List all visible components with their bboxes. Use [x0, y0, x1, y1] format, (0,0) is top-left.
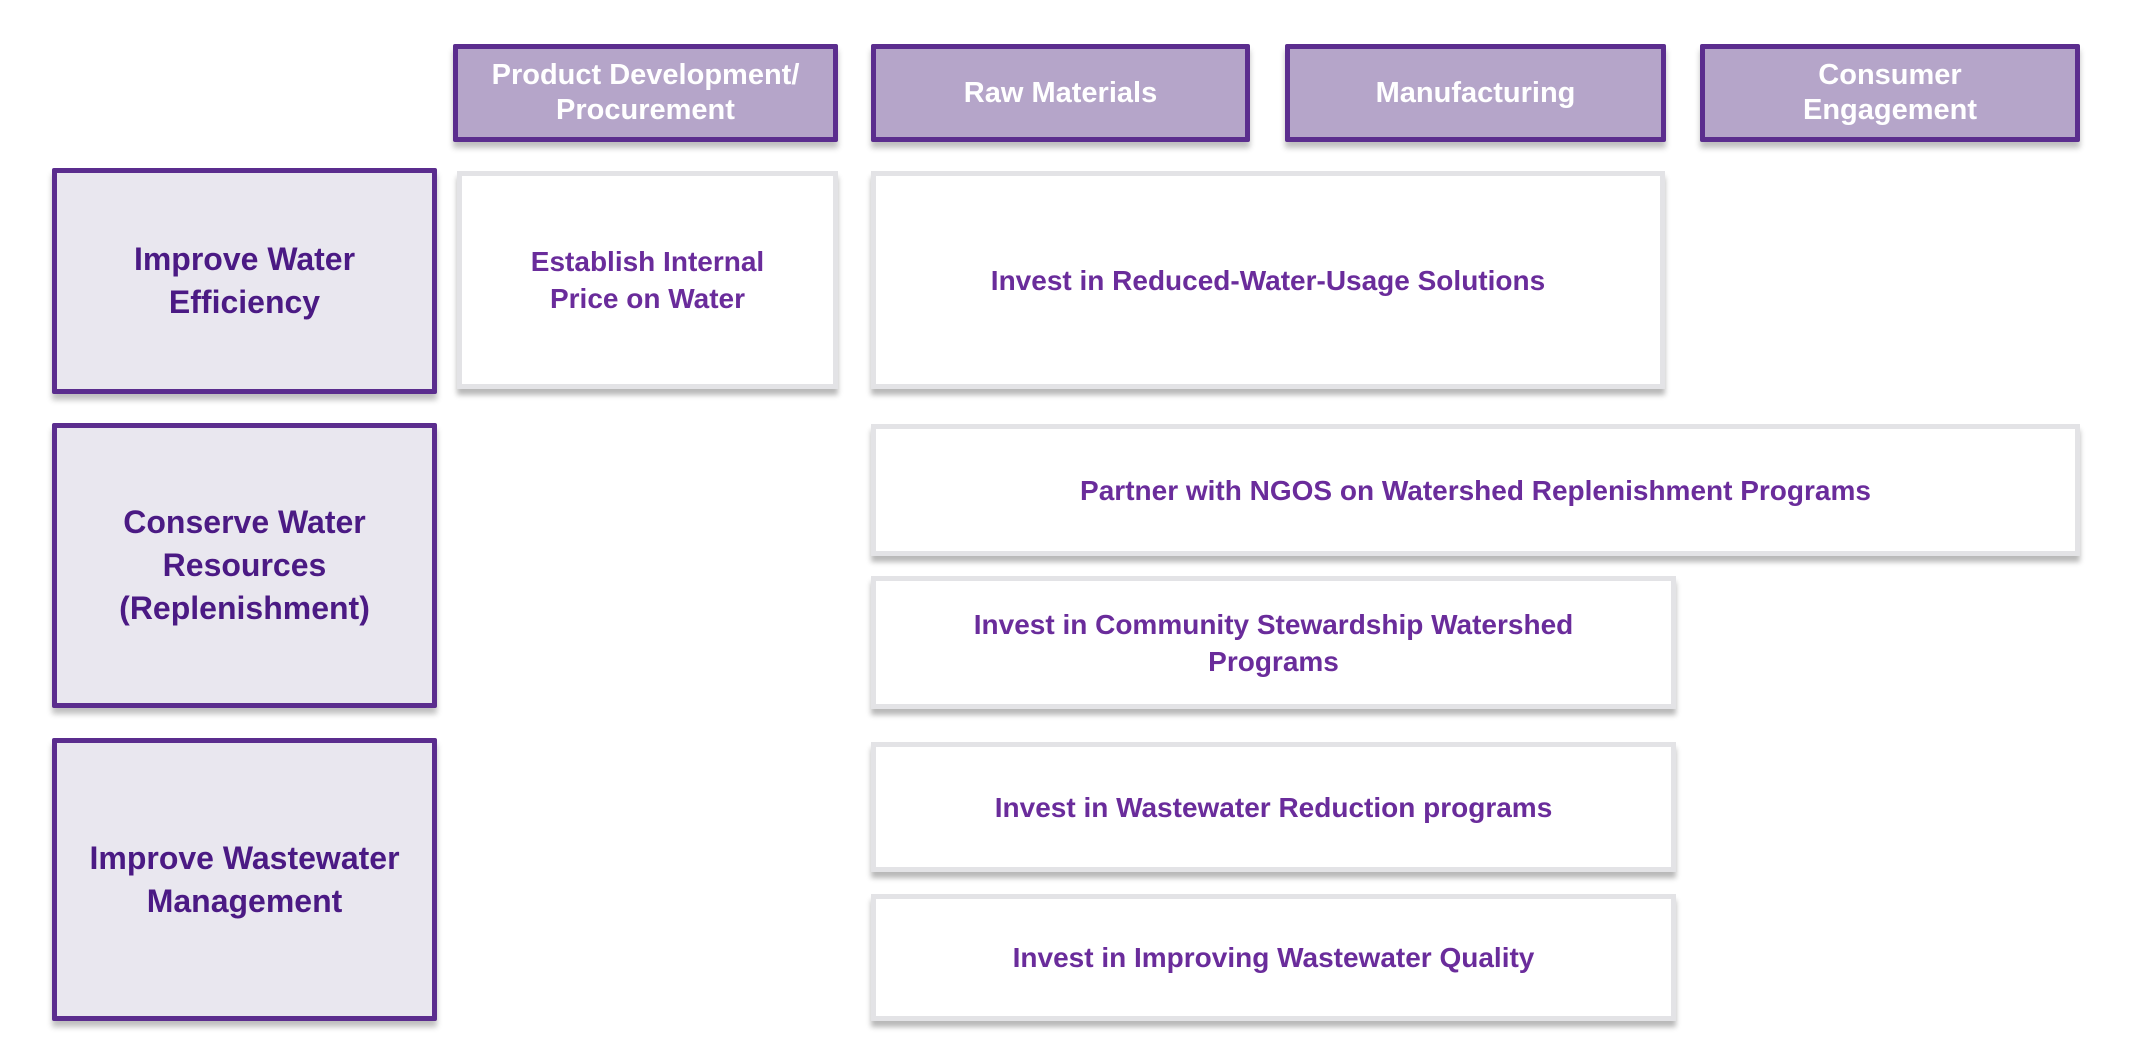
- action-label: Partner with NGOS on Watershed Replenish…: [1080, 474, 1871, 506]
- action-internal-water-price: Establish Internal Price on Water: [457, 171, 838, 389]
- column-header-label: Raw Materials: [963, 76, 1158, 109]
- action-wastewater-quality: Invest in Improving Wastewater Quality: [871, 894, 1676, 1021]
- column-header-raw-materials: Raw Materials: [871, 44, 1250, 142]
- action-label: Establish Internal Price on Water: [530, 246, 765, 314]
- action-label: Invest in Improving Wastewater Quality: [1012, 942, 1535, 973]
- row-label-conserve-water: Conserve Water Resources (Replenishment): [52, 423, 437, 708]
- row-label-water-efficiency: Improve Water Efficiency: [52, 168, 437, 394]
- column-header-consumer-engagement: Consumer Engagement: [1700, 44, 2080, 142]
- column-header-label: Consumer Engagement: [1802, 59, 1978, 126]
- action-label: Invest in Reduced-Water-Usage Solutions: [990, 264, 1546, 296]
- row-label-text: Improve Wastewater Management: [89, 839, 400, 919]
- action-partner-ngos: Partner with NGOS on Watershed Replenish…: [871, 424, 2080, 556]
- column-header-label: Product Development/ Procurement: [491, 59, 800, 126]
- row-label-text: Improve Water Efficiency: [133, 241, 356, 320]
- column-header-manufacturing: Manufacturing: [1285, 44, 1666, 142]
- row-label-wastewater-management: Improve Wastewater Management: [52, 738, 437, 1021]
- action-reduced-water-usage: Invest in Reduced-Water-Usage Solutions: [871, 171, 1665, 389]
- action-label: Invest in Wastewater Reduction programs: [994, 791, 1553, 823]
- action-wastewater-reduction: Invest in Wastewater Reduction programs: [871, 742, 1676, 872]
- column-header-product-development: Product Development/ Procurement: [453, 44, 838, 142]
- action-label: Invest in Community Stewardship Watershe…: [973, 608, 1574, 677]
- action-community-stewardship: Invest in Community Stewardship Watershe…: [871, 576, 1676, 709]
- column-header-label: Manufacturing: [1375, 76, 1576, 109]
- row-label-text: Conserve Water Resources (Replenishment): [119, 504, 370, 626]
